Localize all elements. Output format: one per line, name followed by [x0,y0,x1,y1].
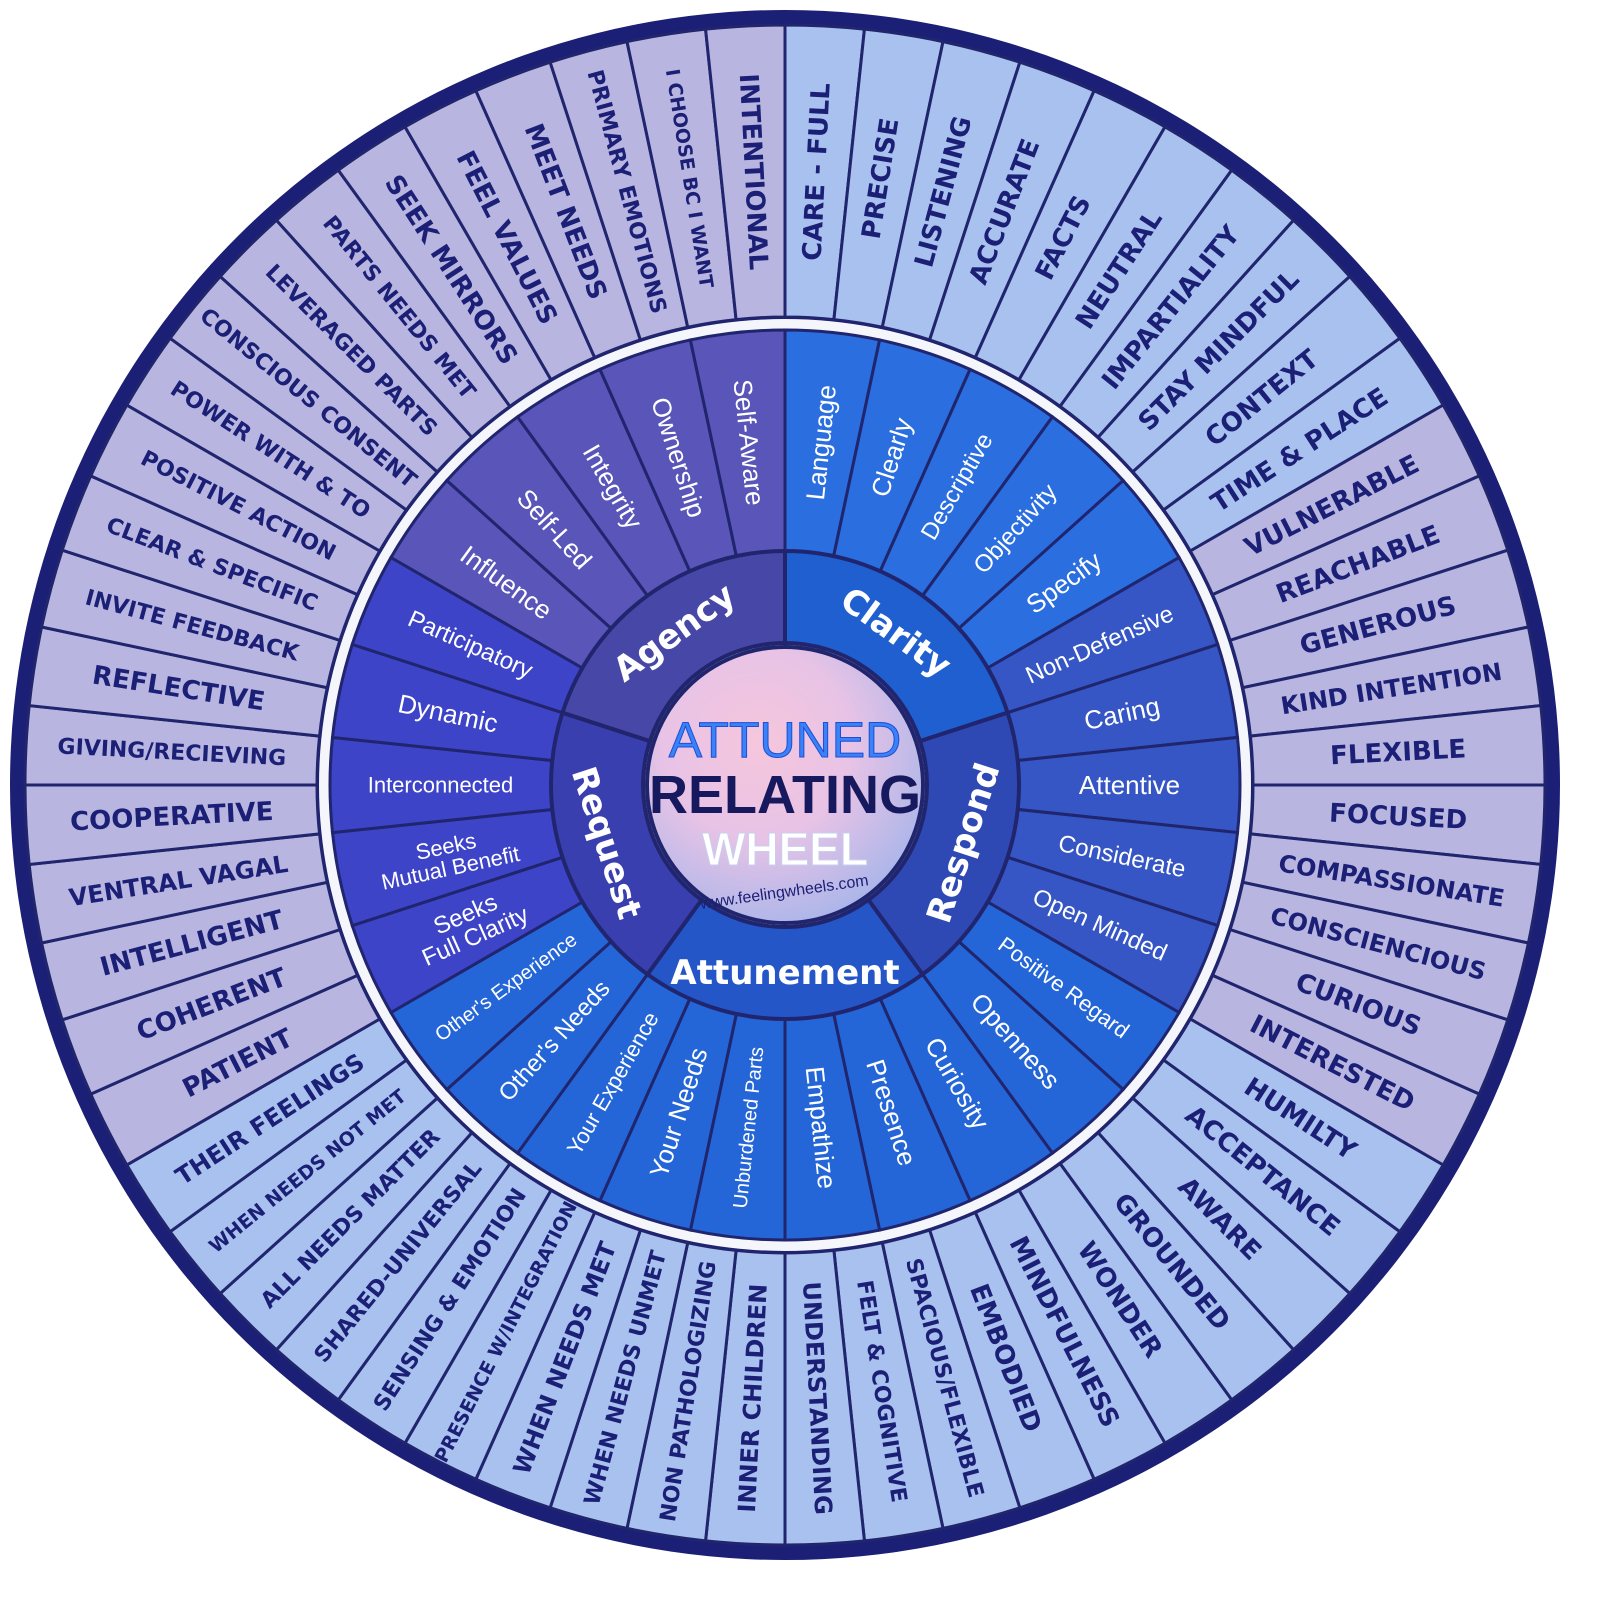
outer-label: FOCUSED [1328,799,1468,836]
core-segment [559,548,787,744]
middle-label: Interconnected [368,773,514,798]
core-segment [783,548,1011,744]
core-label: Attunement [670,953,899,993]
title-attuned: ATTUNED [669,712,901,768]
middle-label: Attentive [1079,770,1180,800]
core-segment [865,710,1022,978]
core-segment [549,710,705,978]
outer-segment [703,23,787,322]
center-circle [645,645,925,925]
title-relating: RELATING [649,765,921,825]
center-title-disc: ATTUNED RELATING WHEEL www.feelingwheels… [645,645,925,925]
core-segment [644,897,926,1021]
outer-label: FLEXIBLE [1329,734,1466,771]
title-wheel: WHEEL [702,823,868,875]
